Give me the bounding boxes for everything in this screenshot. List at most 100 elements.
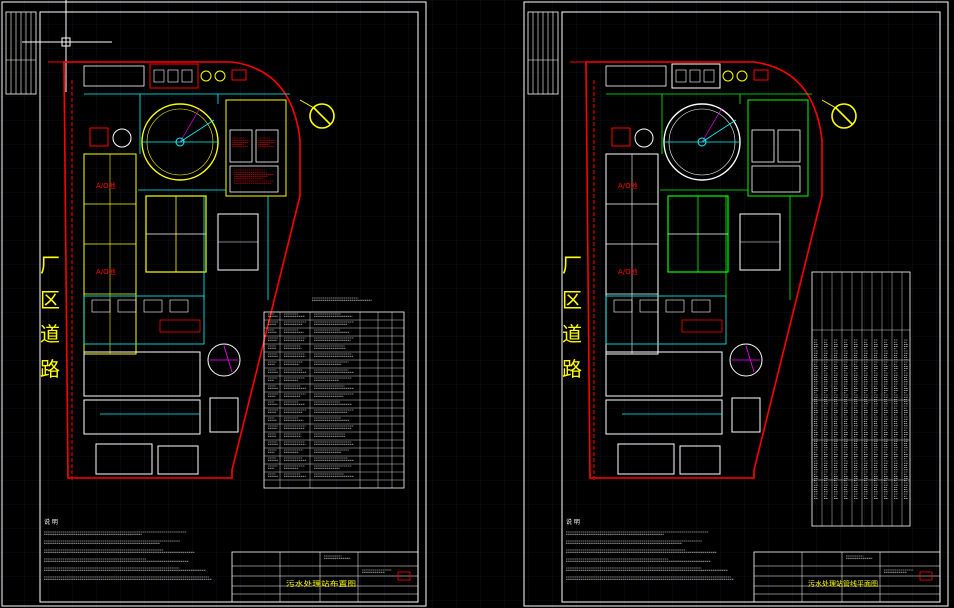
equipment-cell (229, 129, 253, 163)
top-label-box (753, 69, 769, 81)
valve-circle (736, 70, 748, 82)
notes-title: 说 明 (566, 518, 580, 526)
top-box-row (605, 65, 667, 87)
notes-line (44, 567, 206, 571)
table-cell (314, 417, 350, 421)
sludge-tank (729, 343, 763, 377)
table-cell (268, 353, 278, 357)
compass-tick (821, 99, 837, 109)
chem-room (83, 399, 201, 435)
road-char: 区 (562, 288, 582, 312)
top-box-row (83, 65, 145, 87)
road-char: 路 (562, 357, 582, 381)
valve-circle (200, 70, 212, 82)
inner-frame (39, 11, 419, 603)
table-cell (284, 457, 306, 461)
store-room (679, 445, 721, 475)
top-box-cell (675, 69, 687, 83)
top-box-cell (181, 69, 193, 83)
table-cell (268, 321, 278, 325)
road-char: 道 (562, 322, 582, 346)
top-box-cell (153, 69, 165, 83)
table-cell (268, 433, 276, 437)
table-cell (268, 409, 278, 413)
table-cell (284, 417, 304, 421)
table-cell (314, 425, 354, 429)
sludge-line (745, 345, 755, 373)
table-cell (268, 393, 278, 397)
table-cell (314, 345, 346, 349)
title-block-frame (231, 551, 419, 603)
small-tank (634, 128, 654, 148)
tank-label: A/O池 (618, 267, 638, 276)
table-cell (314, 409, 354, 413)
table-cell (284, 433, 302, 437)
inner-frame (561, 11, 941, 603)
clarifier-hub (175, 137, 185, 147)
pump-cell (691, 299, 711, 313)
equipment-block (225, 99, 287, 197)
top-box-cell (167, 69, 179, 83)
notes-line (566, 567, 728, 571)
binding-strip (5, 11, 37, 95)
pump-base (681, 319, 723, 333)
table-cell (284, 369, 306, 373)
clarifier-beam (701, 119, 737, 143)
clarifier (663, 103, 741, 181)
table-cell (284, 353, 306, 357)
project-text (884, 569, 914, 573)
company-text (324, 555, 351, 559)
pump-base (159, 319, 201, 333)
table-cell (284, 473, 306, 477)
pump-cell (143, 299, 163, 313)
table-cell (284, 425, 306, 429)
binding-strip (527, 11, 559, 95)
control-room (83, 351, 201, 397)
table-cell (854, 339, 858, 499)
table-cell (284, 401, 305, 405)
equipment-table (263, 297, 405, 489)
equipment-cell (229, 165, 279, 193)
equipment-cell (751, 129, 775, 163)
pump-cell (613, 299, 633, 313)
road-char: 区 (40, 288, 60, 312)
title-red-mark (919, 571, 933, 581)
equipment-cell (751, 165, 801, 193)
table-cell (314, 465, 352, 469)
table-cell (314, 449, 349, 453)
table-cell (284, 337, 306, 341)
notes-line (566, 558, 711, 562)
notes-line (44, 558, 189, 562)
table-cell (904, 339, 908, 499)
table-cell (268, 449, 277, 453)
table-cell (814, 339, 818, 499)
equipment-text (258, 137, 276, 148)
side-room (209, 397, 239, 433)
table-cell (314, 337, 354, 341)
compass-circle (309, 103, 335, 129)
table-title (312, 297, 372, 301)
control-room (605, 351, 723, 397)
table-cell (844, 339, 848, 499)
table-frame (811, 271, 911, 527)
equipment-text (234, 169, 274, 184)
table-cell (284, 313, 306, 317)
pump-room (605, 295, 727, 345)
blower-room (95, 443, 153, 475)
table-cell (314, 393, 354, 397)
outer-frame (1, 1, 427, 607)
clarifier-beam (179, 107, 201, 143)
clarifier-beam (701, 107, 723, 143)
equipment-cell (255, 129, 279, 163)
table-cell (284, 393, 306, 397)
top-label-box (231, 69, 247, 81)
table-cell (314, 369, 354, 373)
table-cell (268, 345, 276, 349)
sludge-line (223, 345, 233, 373)
cad-crosshair[interactable] (22, 0, 112, 92)
pump-cell (639, 299, 659, 313)
table-cell (268, 369, 278, 373)
north-arrow (821, 99, 857, 129)
